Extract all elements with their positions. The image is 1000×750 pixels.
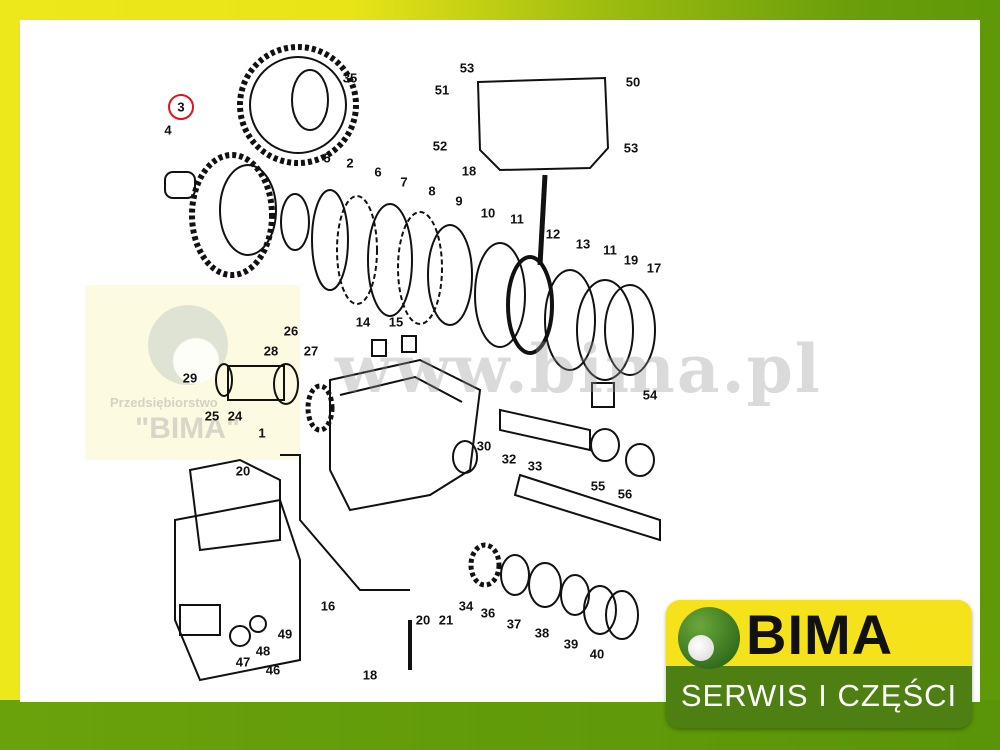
part-label: 5: [323, 150, 331, 166]
transmission-housing: [329, 358, 482, 512]
housing-rim: [339, 375, 463, 403]
part-label: 2: [346, 155, 354, 171]
gear-3: [189, 152, 275, 278]
part-label: 9: [455, 193, 463, 209]
part-label: 56: [617, 486, 633, 502]
part-label: 28: [263, 343, 279, 359]
plug-15: [401, 335, 417, 353]
part-label: 36: [480, 605, 496, 621]
part-label: 6: [374, 164, 382, 180]
part-label: 20: [235, 463, 251, 479]
valve-block: [174, 498, 301, 682]
oring-47: [229, 625, 251, 647]
part-label: 11: [510, 211, 524, 227]
part-label: 50: [625, 74, 641, 90]
part-label: 24: [227, 408, 243, 424]
part-label: 11: [603, 242, 617, 258]
part-label: 53: [459, 60, 475, 76]
part-label: 47: [235, 654, 251, 670]
key-54: [591, 382, 615, 408]
seal-30: [452, 440, 478, 474]
part-label: 40: [589, 646, 605, 662]
shaft-upper: [499, 408, 591, 452]
part-label: 55: [590, 478, 606, 494]
part-label: 19: [623, 252, 639, 268]
solenoid-46: [179, 604, 221, 636]
part-label: 33: [527, 458, 543, 474]
cover-plate: [476, 76, 610, 172]
part-label: 46: [265, 662, 281, 678]
ring-56: [625, 443, 655, 477]
part-label: 13: [575, 236, 591, 252]
highlight-circle: [168, 94, 194, 120]
part-label: 16: [320, 598, 336, 614]
lower-bearing-stack: [468, 542, 639, 640]
part-label: 3: [177, 99, 185, 115]
part-label: 17: [646, 260, 662, 276]
ring-29: [215, 363, 233, 397]
watermark-logo-icon: [148, 305, 228, 385]
part-label: 25: [204, 408, 220, 424]
valve-body: [188, 458, 281, 552]
gear-1: [305, 383, 335, 433]
part-label: 51: [434, 82, 450, 98]
part-label: 37: [506, 616, 522, 632]
part-label: 26: [283, 323, 299, 339]
part-label: 30: [476, 438, 492, 454]
part-label: 38: [534, 625, 550, 641]
gear-35: [237, 44, 359, 166]
plug-14: [371, 339, 387, 357]
gear-35-inner: [249, 56, 347, 154]
oring-48: [249, 615, 267, 633]
clutch-disc-stack: [280, 189, 656, 381]
part-label: 34: [458, 598, 474, 614]
part-label: 52: [432, 138, 448, 154]
part-label: 15: [388, 314, 404, 330]
shaft-lower: [513, 473, 661, 542]
part-label: 54: [642, 387, 658, 403]
part-label: 18: [461, 163, 477, 179]
part-label: 39: [563, 636, 579, 652]
part-label: 27: [303, 343, 319, 359]
logo-ball-icon: [678, 607, 740, 669]
watermark-company-name: "BIMA": [135, 412, 241, 445]
part-label: 10: [480, 205, 496, 221]
part-label: 32: [501, 451, 517, 467]
bearing-27: [273, 363, 299, 405]
part-label: 18: [362, 667, 378, 683]
part-label: 1: [258, 425, 266, 441]
part-label: 29: [182, 370, 198, 386]
ring-55: [590, 428, 620, 462]
gear-35-hub: [291, 69, 329, 131]
cover-guide-line: [537, 174, 548, 266]
part-label: 21: [438, 612, 454, 628]
bima-logo: BIMA SERWIS I CZĘŚCI: [666, 600, 972, 728]
part-label: 48: [255, 643, 271, 659]
part-label: 20: [415, 612, 431, 628]
part-label: 53: [623, 140, 639, 156]
shaft-4: [164, 171, 196, 199]
part-label: 35: [342, 70, 358, 86]
gear-3-carrier: [219, 164, 277, 256]
watermark-url: www.bima.pl: [335, 330, 822, 408]
part-label: 49: [277, 626, 293, 642]
part-label: 14: [355, 314, 371, 330]
part-label: 7: [400, 174, 408, 190]
bearing-28: [227, 365, 285, 401]
part-label: 8: [428, 183, 436, 199]
logo-tagline: SERWIS I CZĘŚCI: [666, 666, 972, 728]
watermark-company-line: Przedsiębiorstwo: [110, 395, 218, 410]
logo-brand: BIMA: [746, 603, 894, 666]
part-label: 4: [164, 122, 172, 138]
pipe-16: [280, 454, 410, 591]
part-label: 12: [545, 226, 561, 242]
